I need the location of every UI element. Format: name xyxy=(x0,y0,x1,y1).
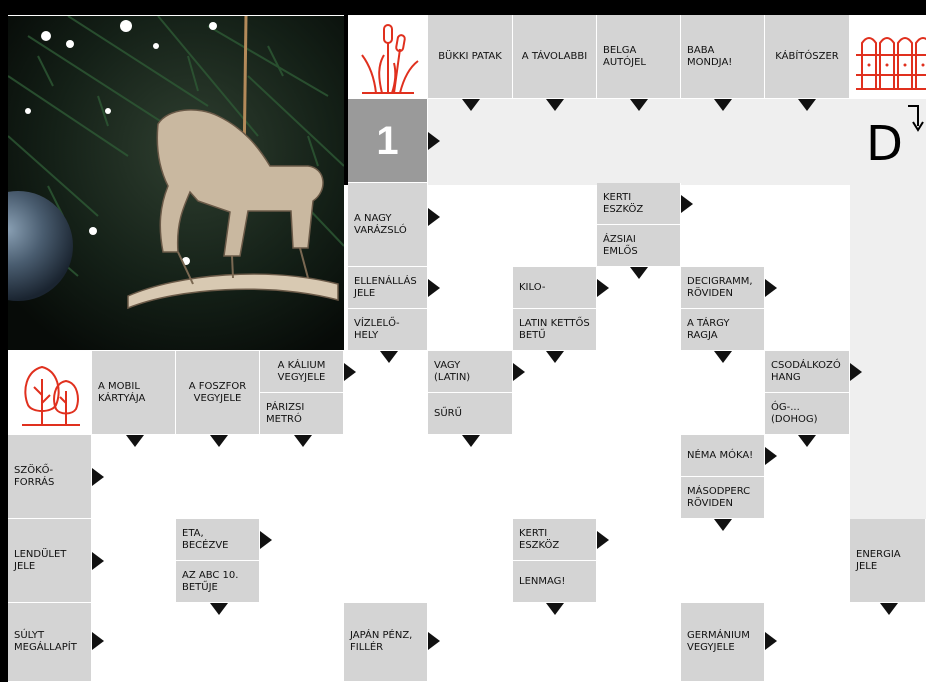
clue-lenmag[interactable]: LENMAG! xyxy=(513,561,597,603)
clue-nema-moka[interactable]: NÉMA MÓKA! xyxy=(681,435,765,477)
arrow-right-icon xyxy=(428,279,440,297)
clue-kabitoszer[interactable]: KÁBÍTÓSZER xyxy=(765,15,850,99)
arrow-down-icon xyxy=(210,435,228,447)
clue-energia-jele[interactable]: ENERGIA JELE xyxy=(850,519,926,603)
fence-icon xyxy=(856,37,926,90)
clue-kilo[interactable]: KILO- xyxy=(513,267,597,309)
arrow-right-icon xyxy=(681,195,693,213)
clue-a-mobil-kartyaja[interactable]: A MOBIL KÁRTYÁJA xyxy=(92,351,176,435)
clue-germanium-vegyjele[interactable]: GERMÁNIUM VEGYJELE xyxy=(681,603,765,682)
arrow-down-icon xyxy=(714,351,732,363)
left-border xyxy=(0,0,8,682)
vertical-divider xyxy=(344,15,348,185)
arrow-right-icon xyxy=(765,447,777,465)
answer-area-right xyxy=(850,185,926,519)
icon-cell-reeds xyxy=(348,15,428,99)
arrow-down-icon xyxy=(798,435,816,447)
start-number: 1 xyxy=(376,118,399,163)
clue-a-tavolabbi[interactable]: A TÁVOLABBI xyxy=(513,15,597,99)
clue-vagy-latin[interactable]: VAGY (LATIN) xyxy=(428,351,513,393)
arrow-right-icon xyxy=(92,632,104,650)
arrow-down-icon xyxy=(880,603,898,615)
clue-latin-kettos-betu[interactable]: LATIN KETTŐS BETŰ xyxy=(513,309,597,351)
arrow-down-icon xyxy=(462,99,480,111)
arrow-right-icon xyxy=(850,363,862,381)
clue-a-nagy-varazslo[interactable]: A NAGY VARÁZSLÓ xyxy=(348,183,428,267)
arrow-down-icon xyxy=(380,351,398,363)
clue-belga-autojel[interactable]: BELGA AUTÓJEL xyxy=(597,15,681,99)
arrow-right-icon xyxy=(765,632,777,650)
rocking-horse-photo xyxy=(8,16,344,350)
arrow-down-icon xyxy=(714,519,732,531)
arrow-down-icon xyxy=(630,267,648,279)
clue-og-dohog[interactable]: ÓG-... (DOHOG) xyxy=(765,393,850,435)
arrow-down-icon xyxy=(630,99,648,111)
arrow-down-icon xyxy=(714,99,732,111)
answer-area-row-1 xyxy=(428,99,926,185)
clue-szokoforras[interactable]: SZÖKŐ- FORRÁS xyxy=(8,435,92,519)
clue-eta-becezve[interactable]: ETA, BECÉZVE xyxy=(176,519,260,561)
clue-azsiai-emlos[interactable]: ÁZSIAI EMLŐS xyxy=(597,225,681,267)
arrow-right-icon xyxy=(428,132,440,150)
clue-sulyt-megallapit[interactable]: SÚLYT MEGÁLLAPÍT xyxy=(8,603,92,682)
clue-vizlelo-hely[interactable]: VÍZLELŐ- HELY xyxy=(348,309,428,351)
arrow-down-icon xyxy=(798,99,816,111)
start-number-cell[interactable]: 1 xyxy=(348,99,428,183)
icon-cell-trees xyxy=(8,351,92,435)
clue-suru[interactable]: SŰRŰ xyxy=(428,393,513,435)
icon-cell-fence xyxy=(850,15,926,99)
arrow-right-icon xyxy=(428,632,440,650)
clue-decigramm[interactable]: DECIGRAMM, RÖVIDEN xyxy=(681,267,765,309)
arrow-down-icon xyxy=(546,603,564,615)
arrow-down-icon xyxy=(210,603,228,615)
clue-baba-mondja[interactable]: BABA MONDJA! xyxy=(681,15,765,99)
arrow-right-icon xyxy=(597,279,609,297)
arrow-right-icon xyxy=(428,208,440,226)
arrow-right-icon xyxy=(765,279,777,297)
arrow-down-icon xyxy=(546,99,564,111)
arrow-down-icon xyxy=(462,435,480,447)
clue-ellenallas-jele[interactable]: ELLENÁLLÁS JELE xyxy=(348,267,428,309)
arrow-right-icon xyxy=(344,363,356,381)
clue-kerti-eszkoz-1[interactable]: KERTI ESZKÖZ xyxy=(597,183,681,225)
arrow-right-icon xyxy=(513,363,525,381)
reeds-icon xyxy=(361,24,419,94)
clue-japan-penz[interactable]: JAPÁN PÉNZ, FILLÉR xyxy=(344,603,428,682)
clue-bukki-patak[interactable]: BÜKKI PATAK xyxy=(428,15,513,99)
clue-parizsi-metro[interactable]: PÁRIZSI METRÓ xyxy=(260,393,344,435)
solution-letter: D xyxy=(866,116,903,172)
clue-masodperc[interactable]: MÁSODPERC RÖVIDEN xyxy=(681,477,765,519)
clue-a-targy-ragja[interactable]: A TÁRGY RAGJA xyxy=(681,309,765,351)
arrow-down-icon xyxy=(546,351,564,363)
clue-az-abc-10-betuje[interactable]: AZ ABC 10. BETŰJE xyxy=(176,561,260,603)
clue-csodalkozo-hang[interactable]: CSODÁLKOZÓ HANG xyxy=(765,351,850,393)
arrow-down-icon xyxy=(126,435,144,447)
arrow-right-icon xyxy=(260,531,272,549)
arrow-right-icon xyxy=(597,531,609,549)
trees-icon xyxy=(22,365,80,426)
arrow-down-icon xyxy=(294,435,312,447)
arrow-right-icon xyxy=(92,552,104,570)
clue-kerti-eszkoz-2[interactable]: KERTI ESZKÖZ xyxy=(513,519,597,561)
turn-down-arrow-icon xyxy=(908,105,924,132)
arrow-right-icon xyxy=(92,468,104,486)
rocking-horse-image xyxy=(8,16,344,350)
clue-a-kalium-vegyjele[interactable]: A KÁLIUM VEGYJELE xyxy=(260,351,344,393)
clue-lendulet-jele[interactable]: LENDÜLET JELE xyxy=(8,519,92,603)
clue-a-foszfor-vegyjele[interactable]: A FOSZFOR VEGYJELE xyxy=(176,351,260,435)
top-border xyxy=(0,0,926,15)
